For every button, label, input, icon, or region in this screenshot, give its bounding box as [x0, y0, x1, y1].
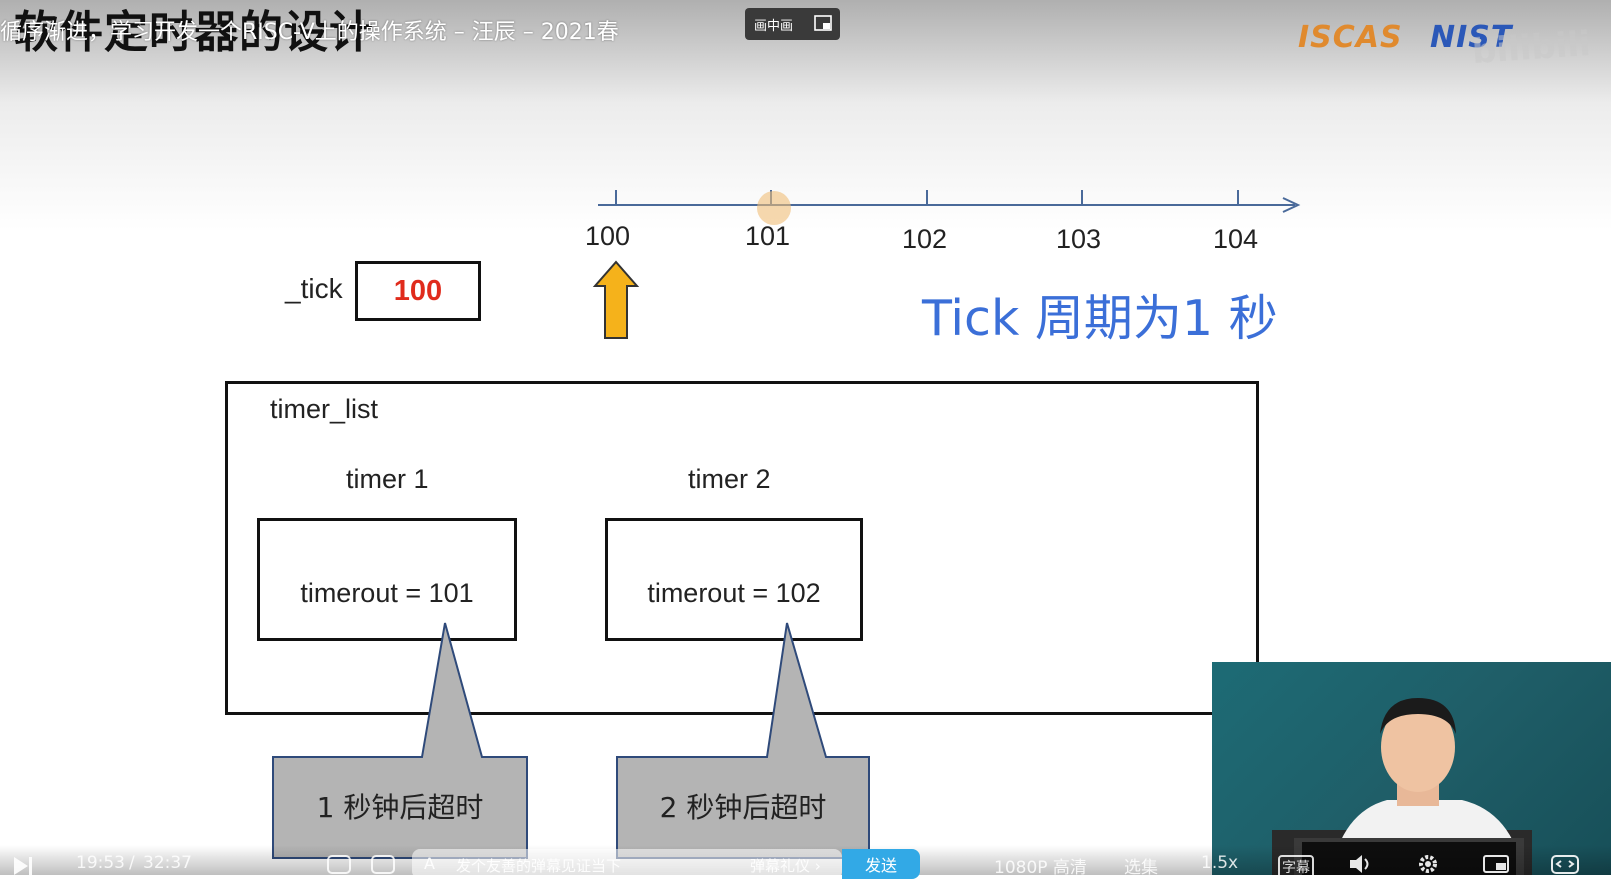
tick-period-label: Tick 周期为1 秒 [922, 290, 1278, 347]
quality-selector[interactable]: 1080P 高清 [994, 858, 1087, 878]
pip-label: 画中画 [754, 18, 794, 34]
play-icon[interactable] [12, 857, 34, 875]
widescreen-icon[interactable] [1482, 853, 1510, 875]
tick-label-102: 102 [902, 224, 948, 254]
tick-label-103: 103 [1056, 224, 1102, 254]
timer-1-callout [272, 622, 528, 859]
episodes-button[interactable]: 选集 [1124, 858, 1158, 878]
presenter-figure [1272, 698, 1532, 875]
tick-value: 100 [393, 274, 443, 307]
current-tick-arrow [592, 260, 640, 339]
timer-2-timeout: timerout = 102 [647, 578, 821, 608]
pip-icon [814, 15, 832, 31]
timer-2-callout-text: 2 秒钟后超时 [659, 791, 827, 824]
tick-label-101: 101 [745, 221, 791, 251]
fullscreen-icon[interactable] [1550, 853, 1580, 875]
time-separator: / [129, 853, 135, 873]
tick-variable-label: _tick [285, 273, 343, 304]
danmaku-settings-icon[interactable] [370, 853, 398, 875]
danmaku-placeholder: 发个友善的弹幕见证当下 [456, 857, 622, 875]
timeline-axis [592, 190, 1301, 339]
nist-logo: NIST [1430, 20, 1513, 55]
settings-gear-icon[interactable] [1416, 853, 1440, 875]
iscas-logo: ISCAS [1298, 20, 1403, 55]
text-format-icon[interactable]: A [424, 854, 435, 873]
danmaku-input[interactable]: A 发个友善的弹幕见证当下 弹幕礼仪 › [412, 849, 842, 879]
current-time: 19:53 [76, 853, 125, 873]
tick-value-box: 100 [355, 261, 481, 321]
send-danmaku-button[interactable]: 发送 [842, 849, 920, 879]
timer-1-timeout: timerout = 101 [300, 578, 474, 608]
mouse-cursor-highlight [757, 191, 791, 225]
timer-2-name: timer 2 [688, 464, 771, 494]
slide-title: 软件定时器的设计 [14, 7, 374, 58]
video-title: 循序渐进，学习开发一个RISC-V上的操作系统 – 汪辰 – 2021春 [0, 20, 619, 45]
speed-selector[interactable]: 1.5x [1201, 853, 1239, 873]
timer-1-callout-text: 1 秒钟后超时 [316, 791, 484, 824]
timer-1-box: timerout = 101 [257, 518, 517, 641]
timer-list-label: timer_list [270, 394, 379, 424]
picture-in-picture-button[interactable]: 画中画 [745, 8, 840, 40]
presenter-video [1212, 662, 1611, 875]
tick-label-104: 104 [1213, 224, 1259, 254]
total-time: 32:37 [143, 853, 192, 873]
subtitle-button[interactable]: 字幕 [1278, 855, 1314, 879]
timer-2-box: timerout = 102 [605, 518, 863, 641]
timer-list-box [225, 381, 1259, 715]
danmaku-etiquette-link[interactable]: 弹幕礼仪 › [750, 857, 821, 875]
timer-1-name: timer 1 [346, 464, 429, 494]
tick-label-100: 100 [585, 221, 631, 251]
volume-icon[interactable] [1348, 853, 1374, 875]
danmaku-toggle-icon[interactable] [326, 853, 354, 875]
